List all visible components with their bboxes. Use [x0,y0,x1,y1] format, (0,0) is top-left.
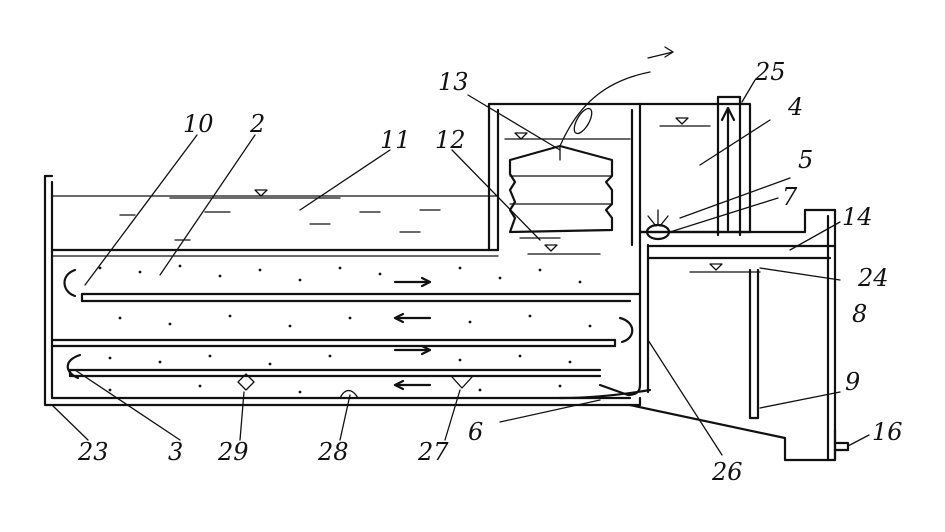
label-2: 2 [249,110,265,138]
label-7: 7 [782,183,798,211]
label-9: 9 [845,368,860,396]
valve [645,209,671,241]
sludge-hoppers [237,373,473,399]
label-4: 4 [787,93,803,121]
label-10: 10 [183,110,214,138]
label-11: 11 [380,126,411,154]
sediment-speckle [98,264,592,394]
flow-arrows [63,268,634,391]
label-5: 5 [798,146,813,174]
label-27: 27 [417,438,449,466]
upper-right-tank [638,95,837,237]
label-8: 8 [852,300,867,328]
riser-pipe [598,243,650,397]
label-24: 24 [857,264,889,292]
leader-lines [51,79,870,456]
label-29: 29 [217,438,249,466]
filter-box [487,46,674,255]
label-6: 6 [468,418,483,446]
label-23: 23 [77,438,109,466]
sloped-bottom [558,388,850,462]
label-25: 25 [754,58,786,86]
upper-basin-water [119,189,441,241]
label-16: 16 [872,418,903,446]
label-13: 13 [438,68,469,96]
main-tank [43,174,642,407]
label-28: 28 [317,438,349,466]
label-14: 14 [842,203,873,231]
baffles [50,292,642,378]
label-3: 3 [168,438,183,466]
label-26: 26 [711,458,743,486]
label-12: 12 [435,126,466,154]
part-labels: 10 2 11 12 13 25 4 5 7 14 24 8 9 16 26 6… [77,58,903,486]
clarifier-tank [646,208,837,462]
